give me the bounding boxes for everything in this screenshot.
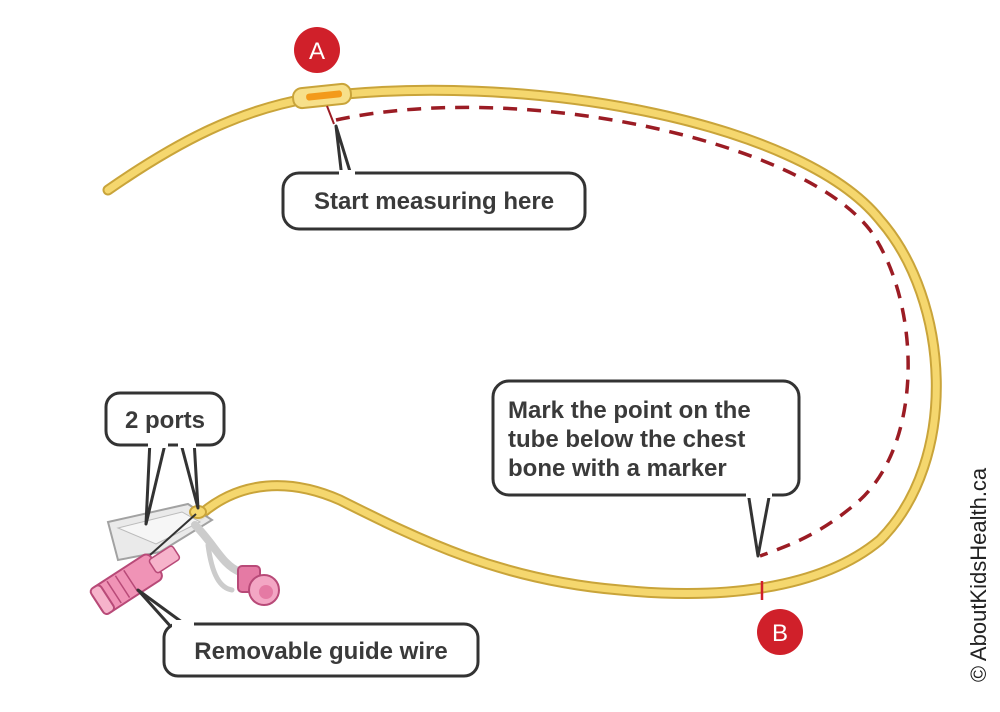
- tube-band: [292, 82, 352, 110]
- start-measuring-label: Start measuring here: [314, 188, 554, 215]
- guide-wire-label: Removable guide wire: [194, 638, 447, 665]
- callout-guide-wire: Removable guide wire: [136, 588, 480, 678]
- mark-point-line-1: Mark the point on the: [508, 397, 751, 424]
- side-port-cap: [237, 565, 280, 606]
- guide-wire-handle: [89, 545, 181, 616]
- marker-b-label: B: [772, 620, 788, 647]
- marker-a: A: [294, 27, 340, 73]
- tube-hub: [89, 502, 280, 616]
- mark-point-line-3: bone with a marker: [508, 455, 727, 482]
- callout-start-measuring: Start measuring here: [281, 124, 587, 231]
- start-tick: [326, 105, 335, 125]
- marker-a-label: A: [309, 38, 325, 65]
- callout-mark-point: Mark the point on the tube below the che…: [491, 379, 801, 558]
- callout-ports: 2 ports: [104, 391, 226, 526]
- ports-label: 2 ports: [125, 407, 205, 434]
- mark-point-line-2: tube below the chest: [508, 426, 745, 453]
- feeding-tube: [102, 84, 942, 599]
- marker-b: B: [757, 609, 803, 655]
- measurement-path: [335, 105, 910, 558]
- tube-fill: [104, 86, 940, 597]
- guide-wire-line: [149, 513, 197, 556]
- side-port-tube: [191, 521, 244, 576]
- credit-text: © AboutKidsHealth.ca: [966, 467, 991, 682]
